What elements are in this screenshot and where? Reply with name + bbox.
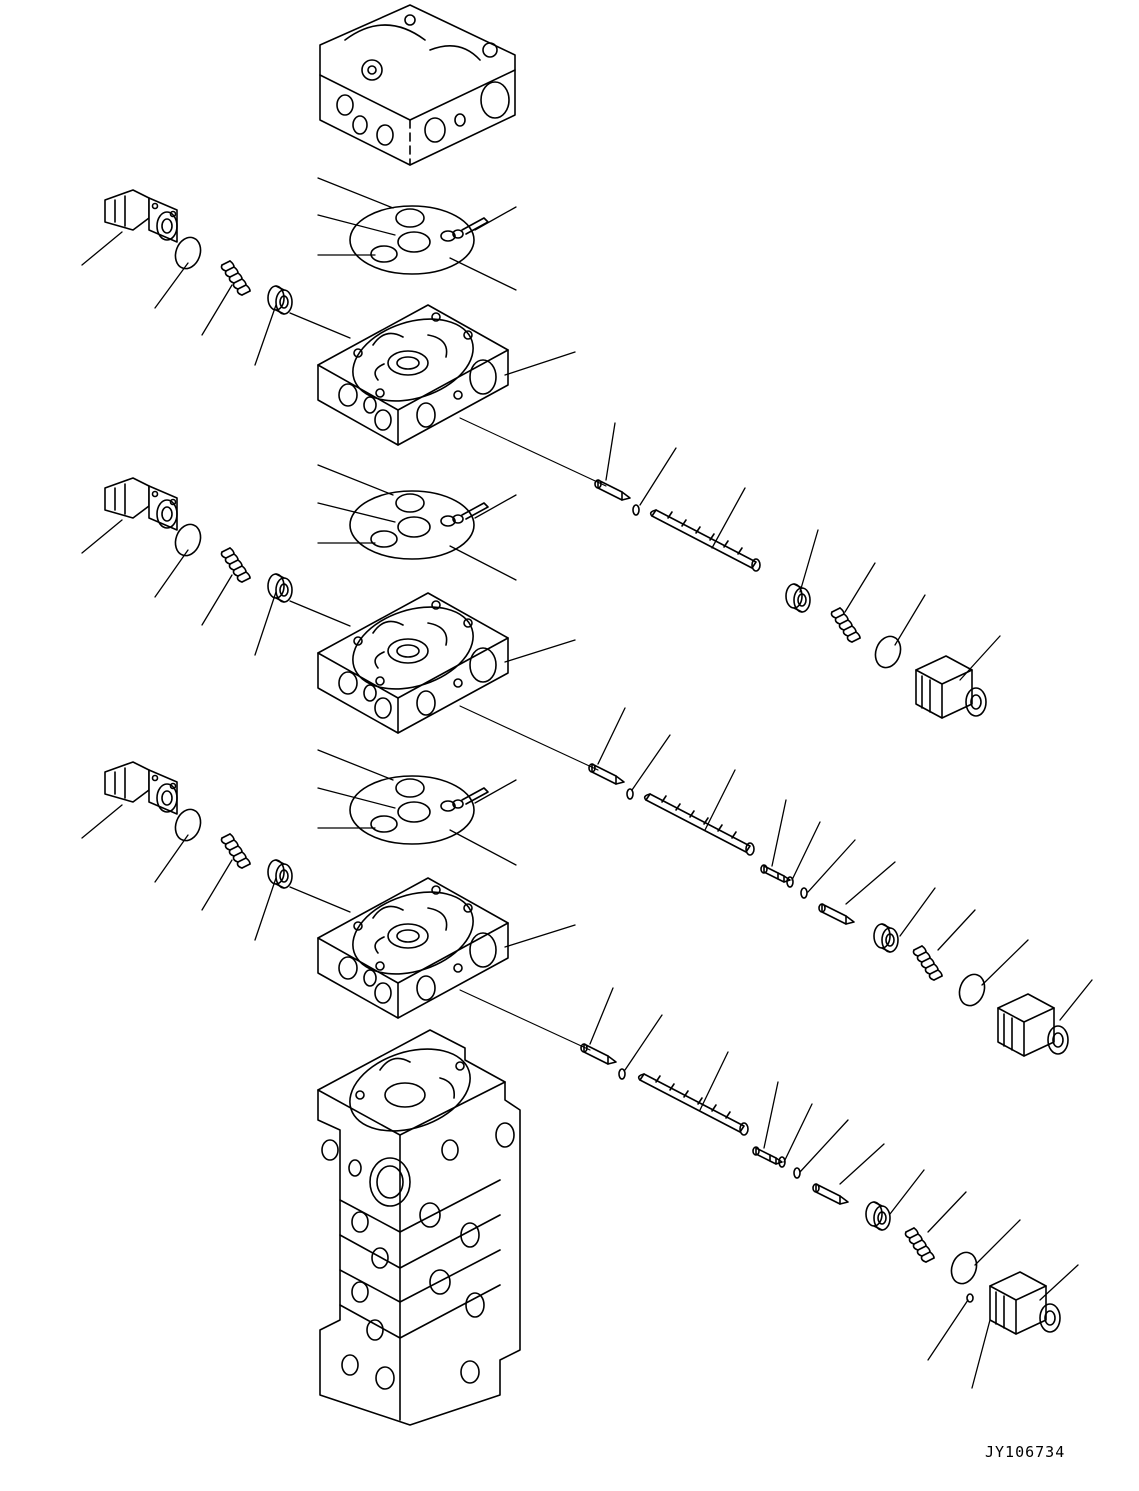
port-ring-1 bbox=[349, 205, 489, 275]
spring-1b bbox=[830, 607, 861, 643]
retainer-2a bbox=[267, 573, 293, 603]
plunger-3a bbox=[752, 1146, 783, 1165]
lower-valve-stack bbox=[318, 1030, 520, 1425]
poppet-2 bbox=[588, 763, 625, 785]
poppet-3b bbox=[812, 1183, 849, 1205]
spring-3a bbox=[220, 833, 251, 869]
section-1 bbox=[104, 189, 987, 719]
retainer-2b bbox=[873, 923, 899, 953]
retainer-3a bbox=[267, 859, 293, 889]
small-ring-3d bbox=[967, 1294, 973, 1302]
retainer-1a bbox=[267, 285, 293, 315]
right-end-cap-3 bbox=[989, 1271, 1061, 1335]
left-end-cap-1 bbox=[104, 189, 178, 243]
small-ring-3 bbox=[618, 1068, 626, 1080]
spool-1 bbox=[649, 509, 761, 572]
valve-block-1 bbox=[317, 303, 509, 446]
right-end-cap-1 bbox=[915, 655, 987, 719]
valve-block-2 bbox=[317, 591, 509, 734]
retainer-1b bbox=[785, 583, 811, 613]
o-ring-1b bbox=[870, 632, 906, 672]
valve-block-3 bbox=[317, 876, 509, 1019]
section-3 bbox=[104, 761, 1061, 1335]
leader-lines bbox=[82, 178, 1092, 1388]
top-valve-body bbox=[320, 5, 515, 165]
left-end-cap-2 bbox=[104, 477, 178, 531]
spring-1a bbox=[220, 260, 251, 296]
small-ring-3c bbox=[793, 1167, 801, 1179]
spring-3b bbox=[904, 1227, 935, 1263]
o-ring-2b bbox=[954, 970, 990, 1010]
small-ring-1 bbox=[632, 504, 640, 516]
left-end-cap-3 bbox=[104, 761, 178, 815]
port-ring-3 bbox=[349, 775, 489, 845]
section-2 bbox=[104, 477, 1069, 1057]
right-end-cap-2 bbox=[997, 993, 1069, 1057]
drawing-reference-code: JY106734 bbox=[985, 1443, 1066, 1461]
spool-3 bbox=[637, 1073, 749, 1136]
small-ring-2c bbox=[800, 887, 808, 899]
spring-2b bbox=[912, 945, 943, 981]
poppet-2b bbox=[818, 903, 855, 925]
o-ring-3b bbox=[946, 1248, 982, 1288]
port-ring-2 bbox=[349, 490, 489, 560]
plunger-2a bbox=[760, 864, 791, 883]
spool-2 bbox=[643, 793, 755, 856]
spring-2a bbox=[220, 547, 251, 583]
retainer-3b bbox=[865, 1201, 891, 1231]
poppet-3 bbox=[580, 1043, 617, 1065]
